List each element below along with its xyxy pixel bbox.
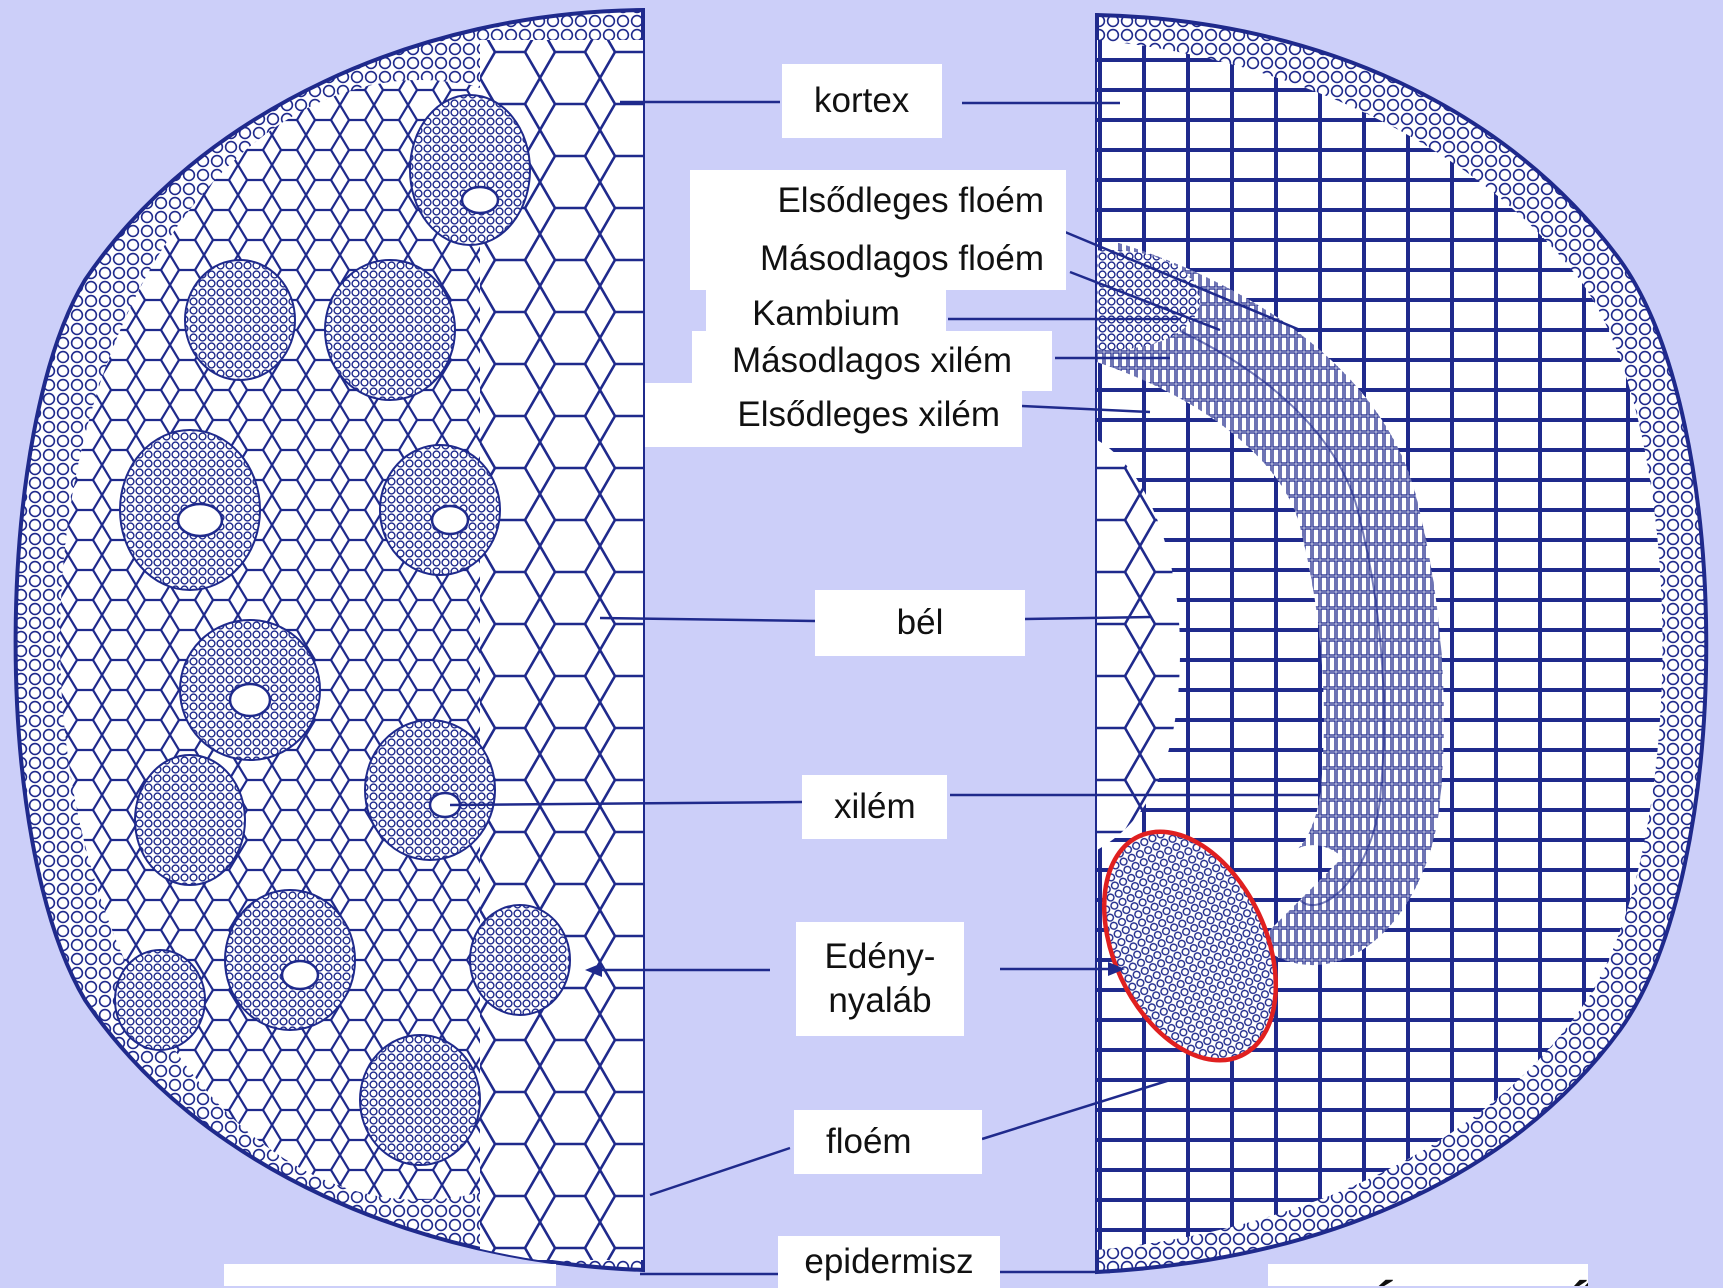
label-edenynyalab-line2: nyaláb	[828, 979, 931, 1023]
left-half-section	[16, 10, 780, 1270]
right-half-section	[1020, 15, 1706, 1272]
label-floem: floém	[794, 1110, 982, 1174]
label-elsodleges-floem: Elsődleges floém	[690, 170, 1066, 232]
label-kortex: kortex	[782, 64, 942, 138]
label-xilem: xilém	[802, 775, 947, 839]
label-epidermisz: epidermisz	[778, 1236, 1000, 1288]
left-title-box	[224, 1264, 556, 1286]
label-edenynyalab-line1: Edény-	[825, 935, 936, 979]
leader-floem-left	[650, 1148, 790, 1195]
label-bel: bél	[815, 590, 1025, 656]
label-elsodleges-xilem: Elsődleges xilém	[645, 383, 1022, 447]
right-title-box: KÉTSZIKŰ	[1268, 1264, 1588, 1286]
label-masodlagos-floem: Másodlagos floém	[690, 228, 1066, 290]
label-masodlagos-xilem: Másodlagos xilém	[692, 331, 1052, 391]
right-title-text: KÉTSZIKŰ	[1318, 1278, 1588, 1286]
label-edenynyalab: Edény- nyaláb	[796, 922, 964, 1036]
